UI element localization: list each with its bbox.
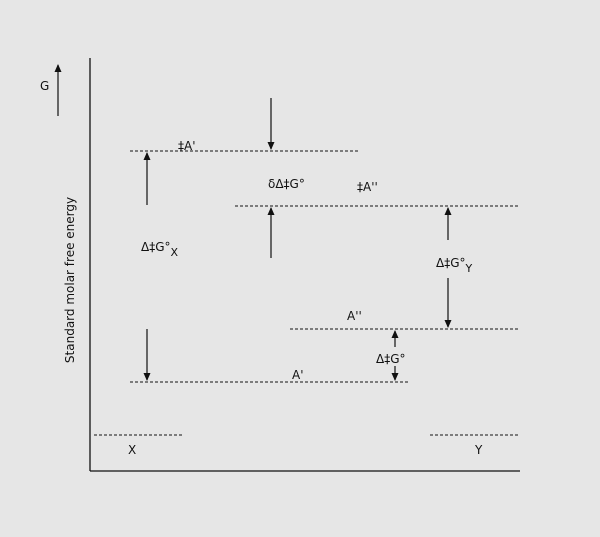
label-delta-g-y-sub: Y [465, 262, 473, 275]
label-ts-a-prime: ‡A' [178, 139, 196, 153]
label-a-prime: A' [292, 368, 304, 382]
label-ts-a-double-prime: ‡A'' [357, 180, 378, 194]
label-delta-g-x-sub: X [171, 246, 179, 259]
label-delta-g-y: Δ‡G°Y [436, 256, 473, 275]
label-delta-delta-g: δΔ‡G° [268, 177, 305, 191]
label-delta-g-y-main: Δ‡G° [436, 256, 466, 270]
label-delta-g-x: Δ‡G°X [141, 240, 179, 259]
label-x-state: X [128, 443, 136, 457]
label-y-state: Y [474, 443, 483, 457]
label-a-double-prime: A'' [347, 309, 362, 323]
label-delta-g-x-main: Δ‡G° [141, 240, 171, 254]
g-label: G [40, 79, 49, 93]
axis-y-label: Standard molar free energy [63, 197, 77, 363]
label-delta-g-small: Δ‡G° [376, 352, 406, 366]
